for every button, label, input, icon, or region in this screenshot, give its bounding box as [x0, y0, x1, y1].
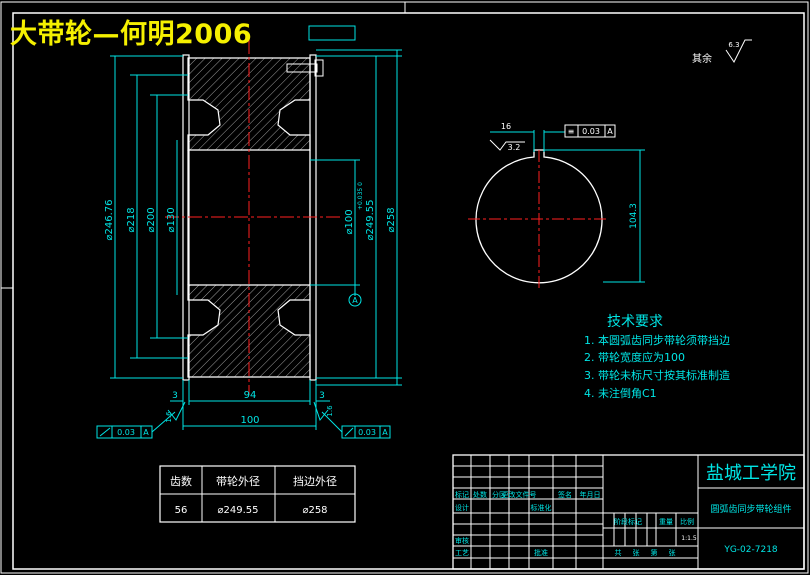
roughness-other-symbol	[725, 39, 752, 63]
cell-total: 共	[615, 548, 622, 557]
key-width-dim: 16	[501, 122, 511, 131]
cell-number: 第	[651, 548, 658, 557]
cell-signature: 签名	[558, 490, 572, 499]
screw-head	[314, 59, 324, 77]
cell-stage-mark: 阶段标记	[614, 517, 642, 526]
tech-heading: 技术要求	[607, 314, 663, 330]
cell-approve: 批准	[534, 548, 548, 557]
pulley-section-view	[165, 40, 340, 395]
corner-tab	[308, 25, 356, 41]
param-flange: ⌀258	[302, 505, 327, 516]
screw	[286, 63, 318, 73]
param-header-flange: 挡边外径	[293, 474, 337, 488]
tolerance-frame-right: 0.03 A	[321, 411, 391, 439]
dim-d130: ⌀130	[166, 207, 177, 232]
dim-d100: ⌀100	[344, 209, 355, 234]
roughness-key-symbol	[489, 139, 525, 151]
tol-left-value: 0.03	[117, 428, 135, 437]
dim-d246: ⌀246.76	[104, 199, 115, 240]
cell-change-doc: 更改文件号	[502, 490, 537, 499]
parameter-table: 齿数 带轮外径 挡边外径 56 ⌀249.55 ⌀258	[159, 465, 356, 523]
dim-w3-left: 3	[172, 391, 178, 401]
cell-process: 工艺	[455, 549, 469, 557]
roughness-symbol-left	[167, 401, 186, 421]
key-tol-ref: A	[607, 127, 613, 136]
roughness-key-value: 3.2	[508, 143, 521, 152]
part-name: 圆弧齿同步带轮组件	[710, 503, 791, 515]
param-header-teeth: 齿数	[170, 475, 192, 488]
title-block	[452, 454, 805, 570]
param-teeth: 56	[175, 505, 188, 516]
dim-d258: ⌀258	[386, 207, 397, 232]
tech-item-3: 3. 带轮未标尺寸按其标准制造	[584, 368, 730, 382]
tolerance-frame-left: 0.03 A	[96, 411, 176, 439]
cell-zone: 分区	[492, 490, 506, 499]
roughness-right-value: 1.6	[326, 405, 334, 417]
tech-item-4: 4. 未注倒角C1	[584, 386, 657, 400]
tech-item-2: 2. 带轮宽度应为100	[584, 350, 685, 364]
dim-w100: 100	[240, 415, 259, 426]
param-header-outer: 带轮外径	[216, 474, 260, 488]
roughness-symbol-right	[313, 401, 329, 422]
datum-label: A	[352, 296, 358, 305]
symmetry-icon: ≡	[568, 127, 575, 136]
other-roughness-label: 其余	[692, 52, 712, 65]
datum-circle	[348, 293, 362, 307]
school-name: 盐城工学院	[706, 463, 796, 484]
cell-mark: 标记	[455, 490, 469, 499]
tol-left-ref: A	[143, 428, 149, 437]
cell-weight: 重量	[659, 518, 673, 526]
cell-scale: 比例	[680, 517, 694, 526]
dim-d200: ⌀200	[146, 207, 157, 232]
dim-w3-right: 3	[319, 391, 325, 401]
cell-review: 审核	[455, 536, 469, 545]
dim-d249: ⌀249.55	[365, 199, 376, 240]
width-dimensions	[170, 380, 330, 430]
key-tol-frame	[564, 124, 616, 138]
title-block-cells: 标记 处数 分区 更改文件号 签名 年月日 设计 标准化 阶段标记 重量 比例 …	[455, 490, 694, 557]
cell-count: 处数	[473, 490, 487, 499]
cell-design: 设计	[455, 503, 469, 512]
roughness-other-value: 6.3	[728, 41, 739, 49]
tech-item-1: 1. 本圆弧齿同步带轮须带挡边	[584, 333, 730, 347]
bore-circle	[475, 149, 603, 284]
dim-d218: ⌀218	[126, 207, 137, 232]
diameter-dimensions	[110, 49, 402, 386]
cell-standardization: 标准化	[531, 503, 552, 512]
key-tol-value: 0.03	[582, 127, 600, 136]
tol-right-value: 0.03	[358, 428, 376, 437]
dim-d100-tolerance: +0.035 0	[357, 182, 364, 210]
overlay-title: 大带轮—何明2006	[10, 19, 253, 50]
tol-right-ref: A	[382, 428, 388, 437]
dim-w94: 94	[244, 390, 257, 401]
inner-frame	[12, 12, 805, 570]
scale-value: 1:1.5	[681, 535, 697, 542]
param-outer: ⌀249.55	[217, 505, 258, 516]
key-depth-dim: 104.3	[629, 203, 639, 229]
cell-sheets: 张	[633, 548, 640, 557]
drawing-number: YG-02-7218	[723, 545, 778, 555]
cell-date: 年月日	[580, 490, 601, 499]
keyway-end-view: 16 ≡ 0.03 A 3.2 104.3	[468, 122, 645, 288]
cell-sheet: 张	[669, 548, 676, 557]
